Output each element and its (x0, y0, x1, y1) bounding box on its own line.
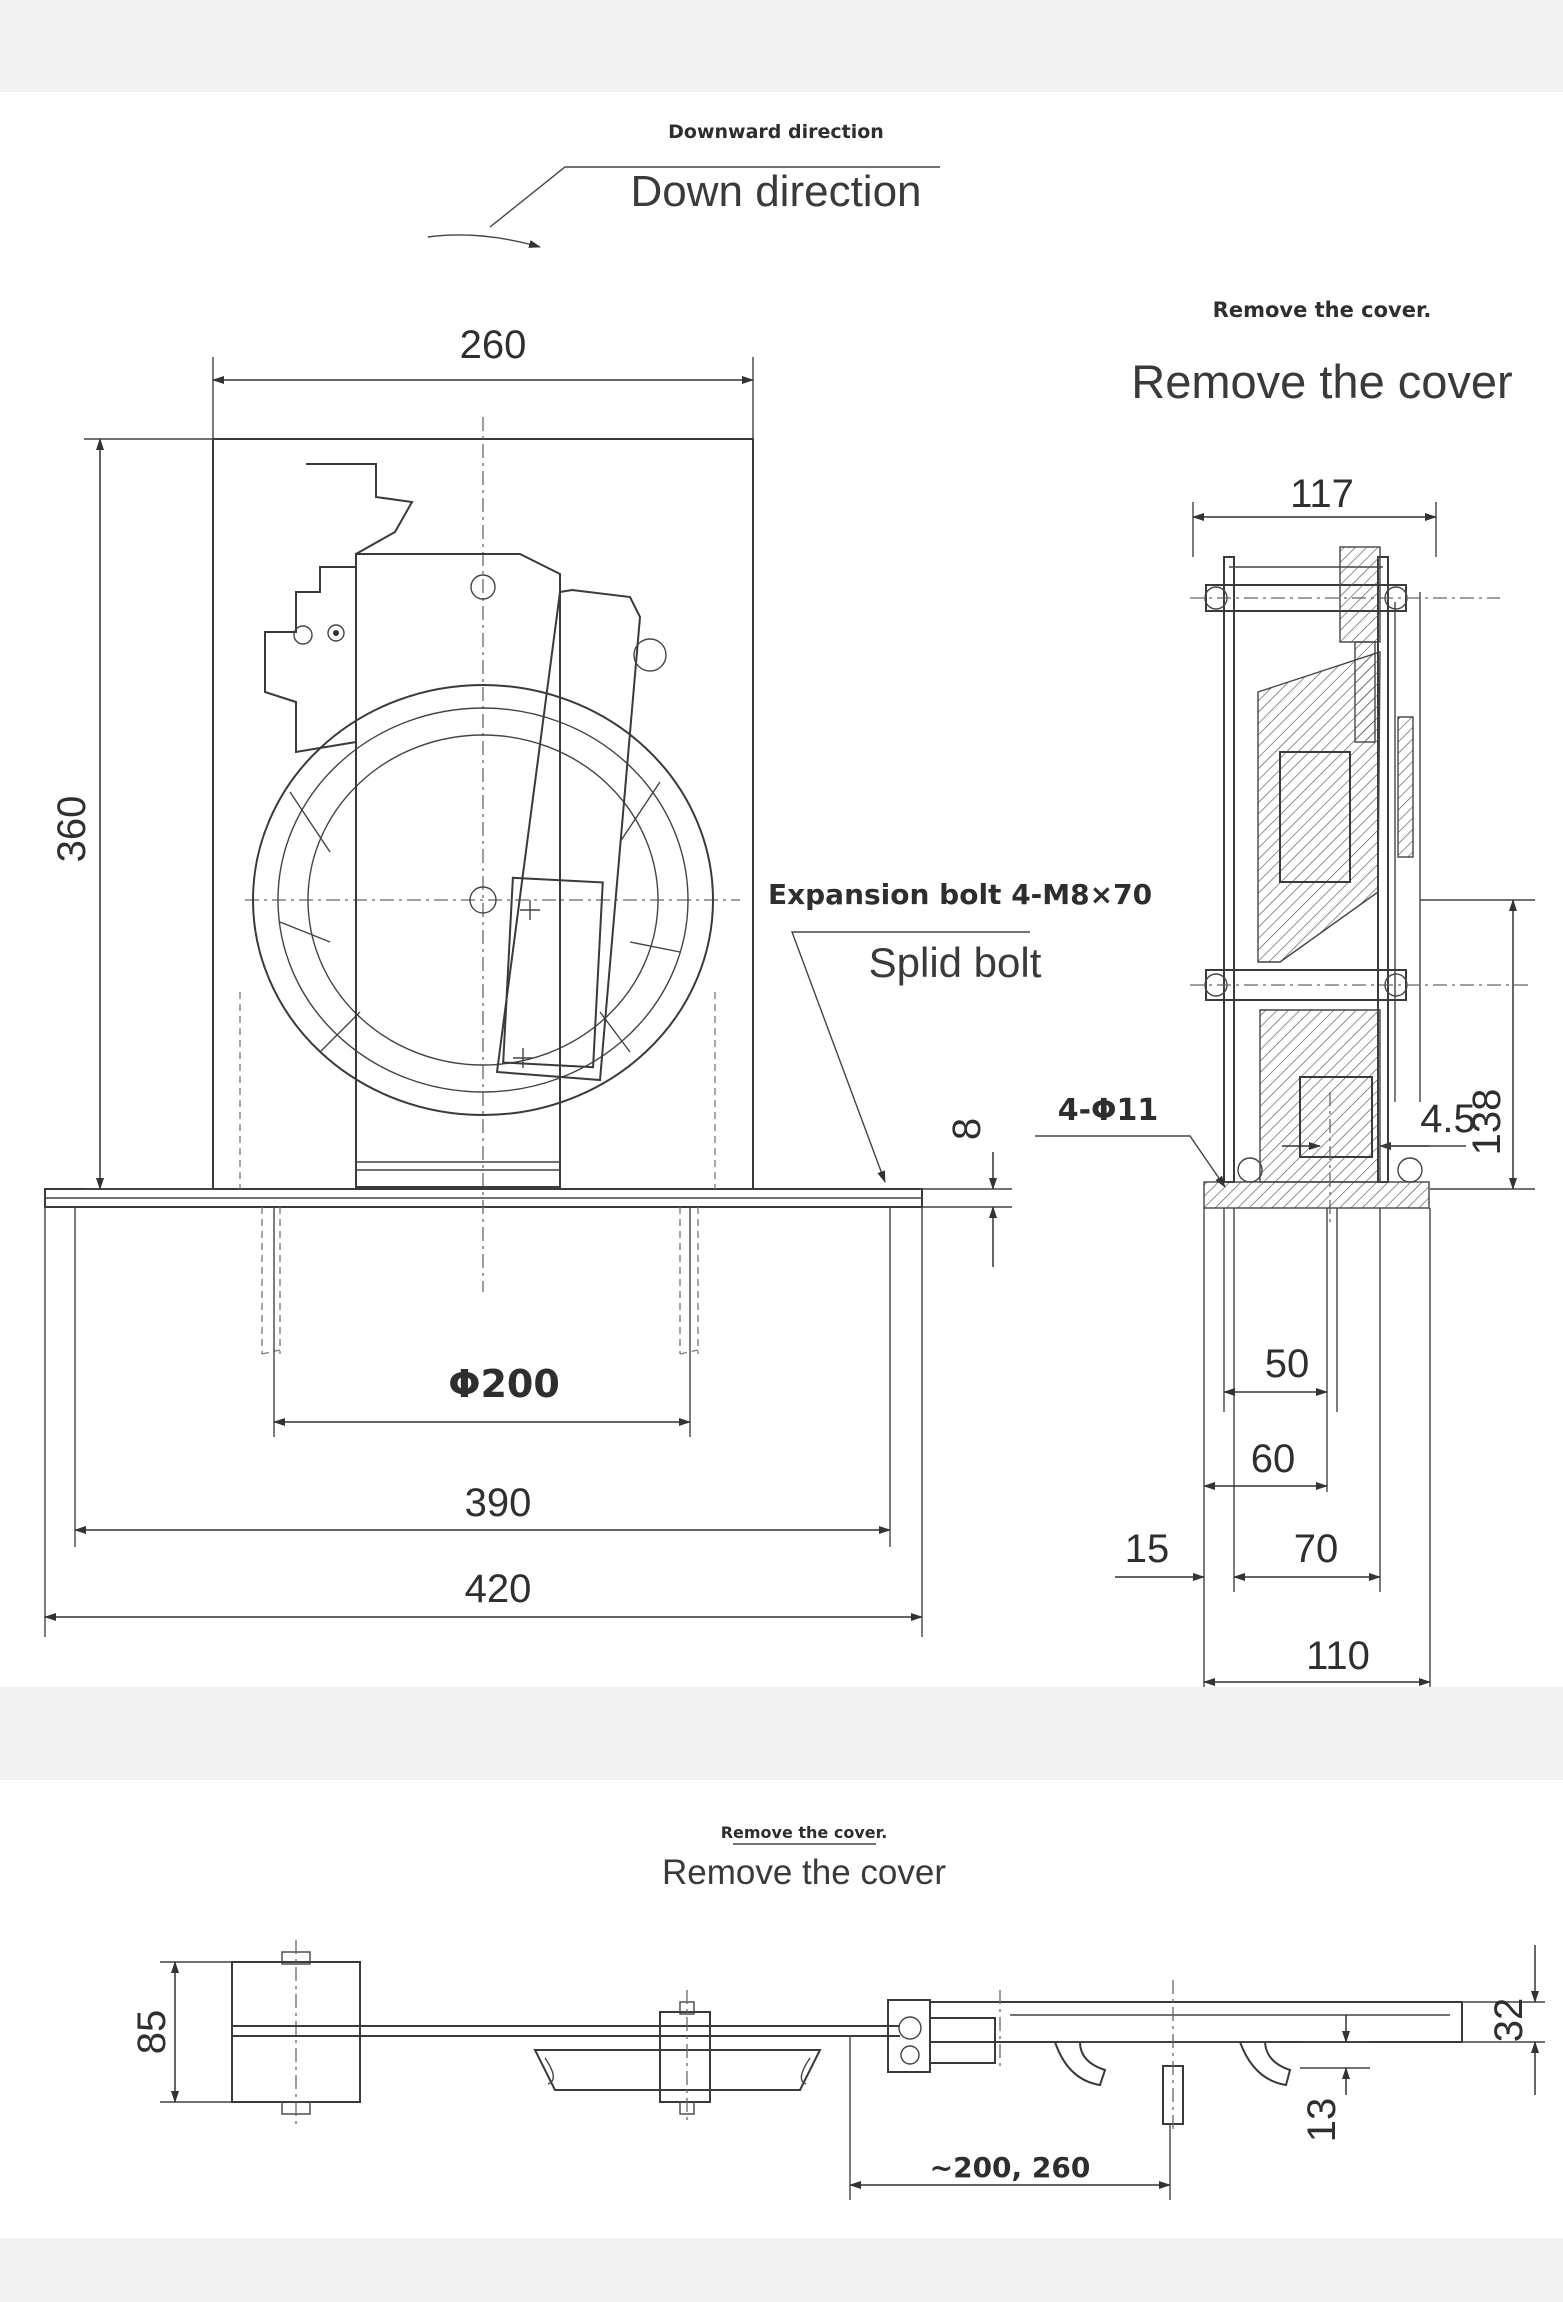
expansion-bolt-translation: Expansion bolt 4-M8×70 (768, 878, 1152, 911)
dim-32: 32 (1487, 1998, 1531, 2043)
dim-base-inner: 390 (465, 1481, 532, 1525)
remove-cover-translation: Remove the cover. (1213, 298, 1432, 322)
dim-side-gap: 4.5 (1420, 1097, 1476, 1141)
front-view (44, 417, 923, 1355)
dim-side-width: 117 (1290, 472, 1354, 516)
diameter-label: Φ200 (448, 1362, 560, 1406)
hole-spec-label: 4-Φ11 (1058, 1093, 1159, 1128)
side-view (1190, 546, 1530, 1222)
dim-50: 50 (1265, 1342, 1310, 1386)
governor-drawing-front-side: Downward direction Down direction Remove… (44, 121, 1535, 1687)
dim-13: 13 (1300, 2098, 1344, 2143)
dim-60: 60 (1251, 1437, 1296, 1481)
governor-drawing-top: Remove the cover. Remove the cover (130, 1823, 1545, 2200)
travel-dimension: ~200, 260 (930, 2151, 1091, 2184)
dim-85: 85 (130, 2010, 174, 2055)
remove-cover-translation-2: Remove the cover. (721, 1823, 888, 1842)
dim-70: 70 (1294, 1527, 1339, 1571)
dim-110: 110 (1306, 1634, 1370, 1678)
dim-side-height: 138 (1465, 1089, 1509, 1156)
dim-height-left: 360 (50, 796, 94, 863)
splid-bolt-label: Splid bolt (869, 939, 1042, 986)
down-direction-arrow (427, 166, 940, 248)
down-direction-label: Down direction (630, 167, 921, 216)
front-dimensions (44, 357, 1030, 1637)
dim-15: 15 (1125, 1527, 1170, 1571)
dim-base-outer: 420 (465, 1567, 532, 1611)
remove-cover-label-2: Remove the cover (662, 1853, 946, 1892)
dim-width-top: 260 (460, 323, 527, 367)
front-and-side-view-panel: Downward direction Down direction Remove… (0, 92, 1563, 1687)
remove-cover-label: Remove the cover (1131, 355, 1512, 408)
side-dimensions (1035, 502, 1535, 1687)
top-dimensions (160, 1945, 1545, 2200)
downward-direction-translation: Downward direction (668, 121, 884, 143)
top-view-panel: Remove the cover. Remove the cover (0, 1780, 1563, 2238)
dim-plate-thickness: 8 (945, 1118, 989, 1140)
top-view (231, 1940, 1463, 2130)
